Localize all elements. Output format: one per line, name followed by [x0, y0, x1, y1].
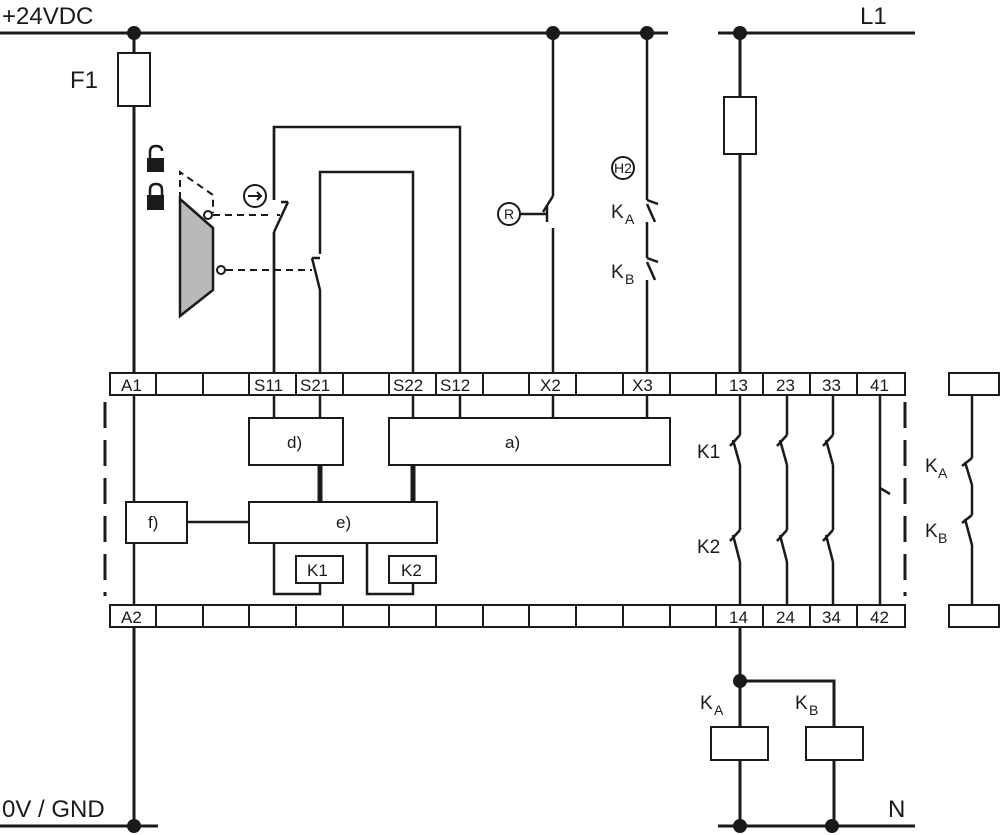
channel-two-loop [318, 170, 415, 373]
external-ka-sub: A [938, 465, 948, 481]
feedback-loop [645, 33, 659, 373]
contact-k1-label: K1 [697, 442, 720, 463]
terminal-41: 41 [870, 376, 889, 395]
supply-negative-label: 0V / GND [2, 796, 105, 823]
relay-k1-label: K1 [307, 561, 328, 580]
coil-wiring [738, 627, 836, 826]
top-terminal-strip [109, 372, 906, 396]
lock-icon [147, 182, 164, 210]
line-label: L1 [860, 3, 887, 30]
block-f-label: f) [148, 513, 158, 532]
terminal-s11: S11 [254, 376, 283, 395]
relay-coil-icon [710, 726, 769, 761]
terminal-a1: A1 [121, 376, 142, 395]
terminal-x2: X2 [540, 376, 561, 395]
coil-ka-sub: A [714, 702, 724, 718]
coil-ka-label: K [700, 693, 713, 714]
channel-two-switch [310, 254, 323, 291]
line-branch [723, 33, 757, 373]
feedback-kb-sub: B [625, 271, 634, 287]
bottom-terminal-strip [109, 604, 906, 628]
fuse-label: F1 [70, 67, 98, 94]
external-ka-label: K [925, 456, 938, 477]
terminal-13: 13 [729, 376, 748, 395]
feedback-ka-label: K [611, 202, 624, 223]
terminal-42: 42 [870, 608, 889, 627]
relay-coil-icon [805, 726, 864, 761]
coil-kb-label: K [795, 693, 808, 714]
terminal-s22: S22 [393, 376, 423, 395]
block-e-label: e) [336, 513, 351, 532]
terminal-s12: S12 [440, 376, 470, 395]
block-a-label: a) [505, 433, 520, 452]
junction-dot [825, 819, 839, 833]
terminal-33: 33 [822, 376, 841, 395]
block-a [388, 417, 671, 466]
terminal-x3: X3 [632, 376, 653, 395]
feedback-kb-label: K [611, 262, 624, 283]
supply-branch [117, 33, 151, 373]
terminal-34: 34 [822, 608, 841, 627]
terminal-24: 24 [776, 608, 795, 627]
supply-positive-label: +24VDC [2, 3, 93, 30]
contact-k2-label: K2 [697, 537, 720, 558]
terminal-23: 23 [776, 376, 795, 395]
coil-kb-sub: B [809, 702, 818, 718]
block-f [125, 501, 188, 544]
terminal-a2: A2 [121, 608, 142, 627]
relay-k2-label: K2 [401, 561, 422, 580]
terminal-14: 14 [729, 608, 748, 627]
block-e [248, 501, 438, 544]
external-kb-label: K [925, 521, 938, 542]
reset-symbol-label: R [504, 206, 514, 222]
internal-wiring [132, 395, 649, 605]
terminal-s21: S21 [300, 376, 330, 395]
guard-switch-icon [178, 170, 312, 319]
feedback-ka-sub: A [625, 211, 635, 227]
fuse-icon [723, 96, 757, 155]
block-d-label: d) [287, 433, 302, 452]
relay-k2-coil [388, 555, 437, 584]
output-contacts [729, 395, 891, 605]
unlock-icon [147, 144, 164, 172]
block-d [248, 417, 344, 466]
lamp-symbol-label: H2 [614, 160, 632, 176]
neutral-label: N [888, 796, 905, 823]
reset-button-icon [497, 33, 555, 373]
external-contactor-contacts [948, 372, 1000, 628]
fuse-icon [117, 52, 151, 107]
relay-k1-coil [295, 555, 344, 584]
channel-one-loop [272, 125, 462, 373]
indicator-lamp-icon [611, 156, 635, 180]
channel-one-switch [243, 184, 290, 233]
external-kb-sub: B [938, 530, 947, 546]
